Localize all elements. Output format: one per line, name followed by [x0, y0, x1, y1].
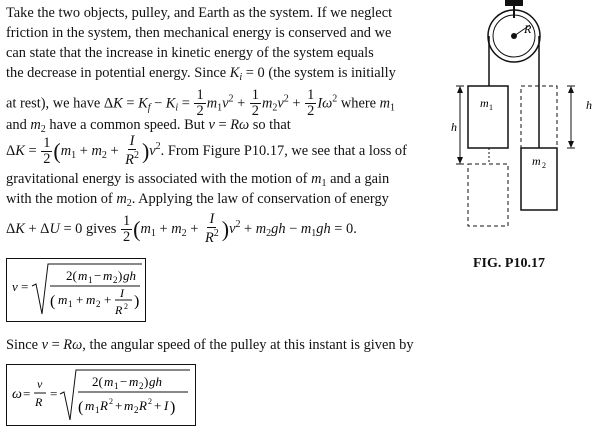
- at-rest-text: at rest), we have: [6, 95, 101, 112]
- svg-text:m: m: [58, 292, 67, 307]
- svg-text:m: m: [104, 374, 113, 389]
- h-right-label: h: [586, 98, 592, 112]
- svg-text:gh: gh: [149, 374, 162, 389]
- svg-text:v: v: [12, 279, 18, 294]
- svg-text:2: 2: [134, 405, 139, 415]
- figure-caption: FIG. P10.17: [473, 256, 545, 271]
- gives-text: gives: [85, 220, 117, 237]
- svg-text:2: 2: [148, 397, 152, 406]
- svg-text:ω: ω: [12, 387, 22, 402]
- paragraph-line-4: the decrease in potential energy. Since …: [6, 65, 396, 83]
- svg-text:2: 2: [139, 381, 144, 391]
- so-that-text: so that: [252, 117, 291, 133]
- since-prefix: Since: [6, 337, 38, 353]
- ki-zero: = 0: [245, 65, 265, 81]
- svg-text:): ): [134, 293, 139, 310]
- since-omega-line: Since v = Rω, the angular speed of the p…: [6, 337, 414, 353]
- svg-text:=: =: [23, 386, 30, 401]
- m2-label: m: [532, 154, 541, 168]
- since-suffix: , the angular speed of the pulley at thi…: [82, 337, 414, 353]
- svg-text:m: m: [86, 292, 95, 307]
- svg-text:): ): [118, 268, 122, 283]
- m1-label: m: [480, 96, 489, 110]
- common-speed-text: have a common speed. But: [49, 117, 205, 133]
- paragraph-line-1: Take the two objects, pulley, and Earth …: [6, 5, 393, 21]
- velocity-formula: v = 2( m 1 − m 2 ) gh ( m 1 + m 2 + I R …: [12, 263, 142, 317]
- svg-text:−: −: [94, 268, 101, 283]
- mass-block-m1: [467, 85, 509, 149]
- svg-text:R: R: [138, 398, 147, 413]
- h-left-label: h: [451, 120, 457, 134]
- svg-text:1: 1: [68, 299, 73, 309]
- figure-pulley-diagram: R m 1 m 2 h h: [451, 0, 592, 227]
- svg-text:R: R: [114, 303, 123, 317]
- svg-text:+: +: [154, 398, 161, 413]
- and-text: and: [6, 117, 27, 133]
- svg-text:(: (: [50, 293, 55, 310]
- svg-text:1: 1: [88, 275, 93, 285]
- svg-text:2: 2: [542, 161, 546, 170]
- svg-text:2: 2: [113, 275, 118, 285]
- svg-text:m: m: [103, 268, 112, 283]
- svg-text:=: =: [21, 279, 28, 294]
- svg-text:m: m: [85, 398, 94, 413]
- svg-text:+: +: [115, 398, 122, 413]
- svg-text:R: R: [34, 395, 43, 409]
- svg-text:1: 1: [489, 103, 493, 112]
- svg-text:2: 2: [96, 299, 101, 309]
- initially-text: (the system is initially: [268, 65, 396, 81]
- mass-block-m1-lowered: [467, 163, 509, 227]
- svg-text:1: 1: [114, 381, 119, 391]
- svg-text:2(: 2(: [66, 268, 77, 283]
- svg-text:I: I: [163, 398, 169, 413]
- svg-text:+: +: [76, 292, 83, 307]
- svg-text:): ): [170, 399, 175, 416]
- radius-label: R: [523, 22, 532, 36]
- svg-text:1: 1: [95, 405, 100, 415]
- svg-text:m: m: [124, 398, 133, 413]
- svg-text:): ): [144, 374, 148, 389]
- motion-line: with the motion of m2. Applying the law …: [6, 191, 389, 209]
- svg-text:(: (: [78, 399, 83, 416]
- common-speed-line: and m2 have a common speed. But v = Rω s…: [6, 117, 291, 135]
- svg-text:+: +: [104, 292, 111, 307]
- result-box-omega: [6, 364, 196, 426]
- applying-text: . Applying the law of conservation of en…: [131, 191, 389, 207]
- svg-text:2(: 2(: [92, 374, 103, 389]
- mass-block-m2: [520, 147, 558, 211]
- svg-text:R: R: [99, 398, 108, 413]
- paragraph-line-3: can state that the increase in kinetic e…: [6, 45, 374, 61]
- omega-formula: ω = v R = 2( m 1 − m 2 ) gh ( m 1 R 2 + …: [12, 369, 190, 421]
- pulley-outer: [487, 9, 541, 63]
- with-motion-text: with the motion of: [6, 191, 113, 207]
- gravitational-line: gravitational energy is associated with …: [6, 171, 390, 189]
- svg-text:=: =: [50, 386, 57, 401]
- svg-text:−: −: [120, 374, 127, 389]
- since-text: the decrease in potential energy. Since: [6, 65, 227, 81]
- svg-text:I: I: [119, 286, 125, 300]
- figure-reference-text: From Figure P10.17, we see that a loss o…: [167, 142, 407, 159]
- svg-text:gh: gh: [123, 268, 136, 283]
- eq-zero: = 0: [334, 220, 354, 237]
- svg-text:m: m: [78, 268, 87, 283]
- and-gain-text: and a gain: [330, 171, 390, 187]
- svg-text:v: v: [37, 377, 43, 391]
- paragraph-line-2: friction in the system, then mechanical …: [6, 25, 392, 41]
- grav-text: gravitational energy is associated with …: [6, 171, 308, 187]
- where-text: where: [340, 95, 377, 112]
- result-box-velocity: [6, 258, 146, 322]
- svg-text:2: 2: [124, 302, 128, 311]
- svg-text:m: m: [129, 374, 138, 389]
- svg-text:2: 2: [109, 397, 113, 406]
